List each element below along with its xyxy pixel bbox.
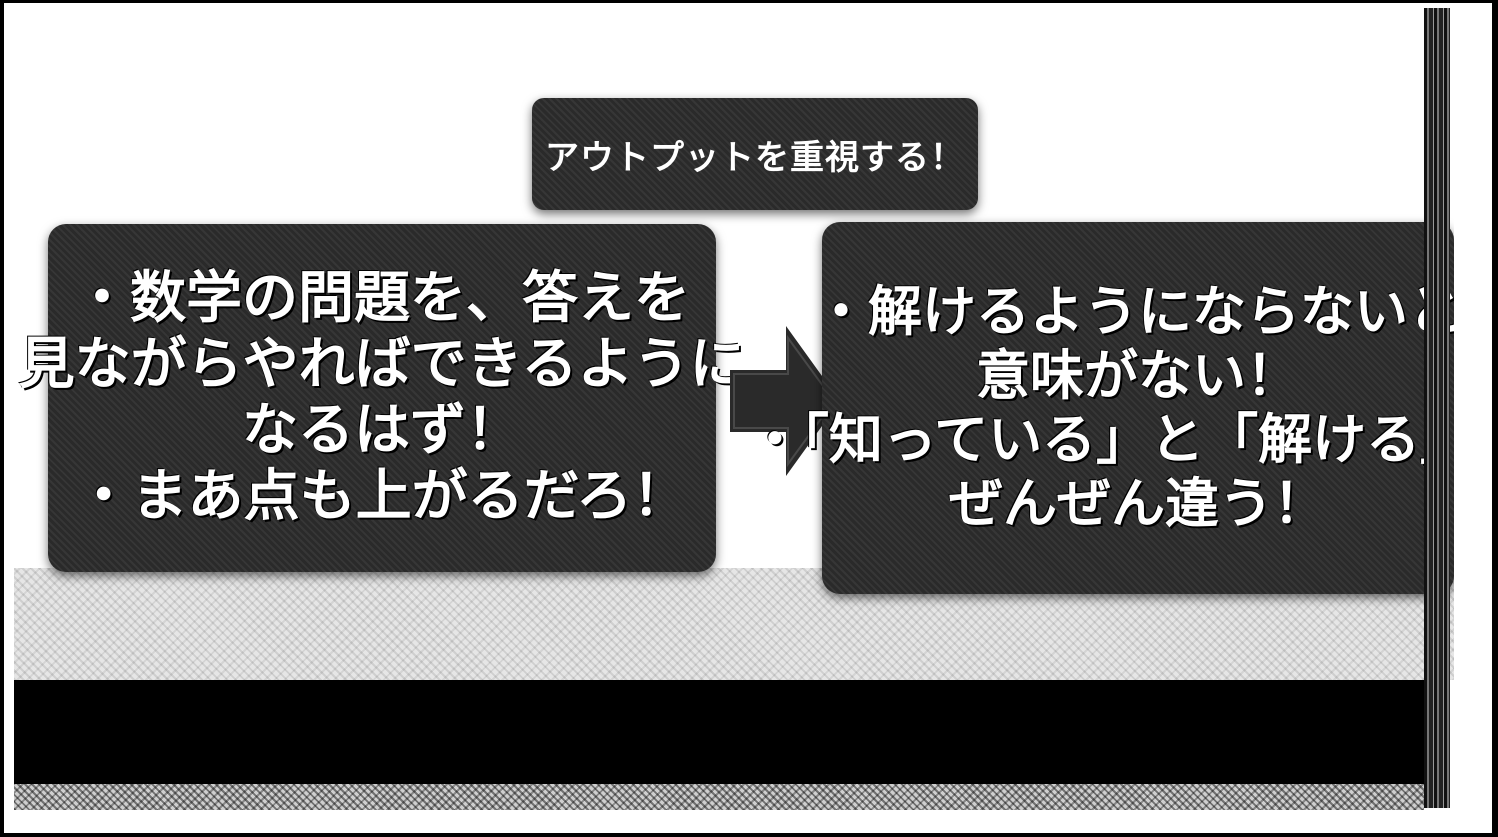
- before-line-3: なるはず！: [242, 398, 522, 463]
- after-line-1: ・解けるようにならないと: [814, 280, 1454, 343]
- slide-canvas: アウトプットを重視する！ ・数学の問題を、答えを 見ながらやればできるように な…: [14, 8, 1454, 680]
- title-text: アウトプットを重視する！: [545, 137, 965, 178]
- before-box: ・数学の問題を、答えを 見ながらやればできるように なるはず！ ・まあ点も上がる…: [19, 224, 745, 572]
- after-box: ・解けるようにならないと 意味がない！ ・「知っている」と「解ける」は ぜんぜん…: [748, 222, 1454, 594]
- after-line-3: ・「知っている」と「解ける」は: [747, 408, 1454, 471]
- bottom-black-bar: [14, 680, 1424, 784]
- after-line-4: ぜんぜん違う！: [949, 472, 1327, 535]
- right-edge-border: [1424, 8, 1450, 808]
- right-arrow-icon: [730, 326, 840, 476]
- before-line-2: 見ながらやればできるように: [18, 332, 746, 397]
- bottom-noise-strip: [14, 784, 1424, 810]
- title-box: アウトプットを重視する！: [532, 98, 978, 210]
- before-line-4: ・まあ点も上がるだろ！: [75, 464, 689, 529]
- before-line-1: ・数学の問題を、答えを: [74, 266, 690, 331]
- after-line-2: 意味がない！: [976, 344, 1300, 407]
